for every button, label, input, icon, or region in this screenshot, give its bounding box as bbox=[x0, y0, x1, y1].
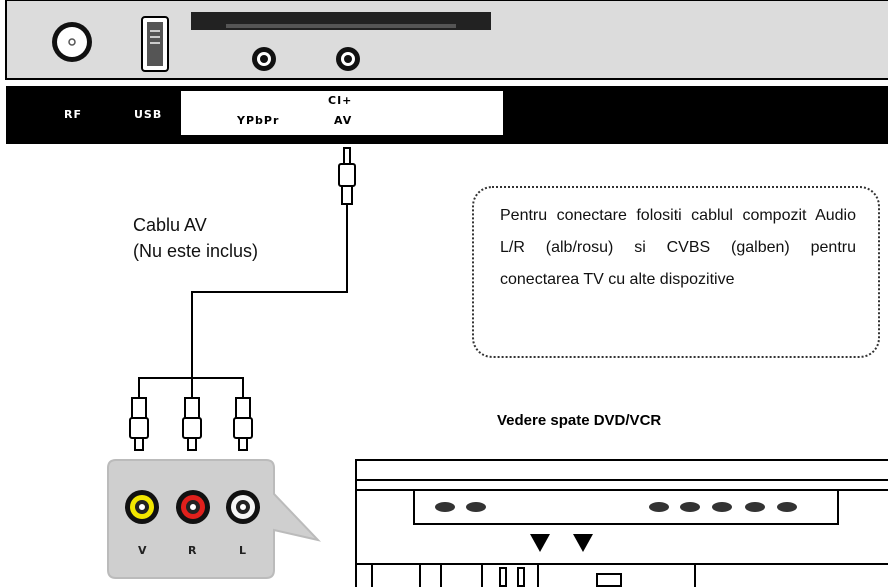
usb-port-pin bbox=[150, 30, 160, 32]
note-text: Pentru conectare folositi cablul compozi… bbox=[500, 207, 856, 288]
triangle-marker bbox=[530, 534, 550, 552]
av-plug-body bbox=[338, 163, 356, 187]
dvd-slot bbox=[499, 567, 507, 587]
rca-plug-center bbox=[182, 397, 202, 451]
triangle-marker bbox=[573, 534, 593, 552]
av-jack-pin bbox=[344, 55, 352, 63]
dvd-slot bbox=[517, 567, 525, 587]
cable-title-line2: (Nu este inclus) bbox=[133, 241, 259, 261]
dvd-connector bbox=[466, 502, 486, 512]
rca-jack-video bbox=[125, 490, 159, 524]
rca-jack-group bbox=[125, 490, 260, 524]
rca-plug-right bbox=[233, 397, 253, 451]
note-box bbox=[472, 186, 880, 358]
rca-jack-white bbox=[226, 490, 260, 524]
rca-label-l: L bbox=[239, 544, 247, 557]
dvd-connector bbox=[649, 502, 669, 512]
rca-plug-left bbox=[129, 397, 149, 451]
dvd-title: Vedere spate DVD/VCR bbox=[497, 412, 662, 429]
rca-label-v: V bbox=[138, 544, 147, 557]
usb-label: USB bbox=[134, 108, 163, 121]
usb-port-pin bbox=[150, 42, 160, 44]
tv-label-inset bbox=[181, 91, 503, 135]
rf-label: RF bbox=[64, 108, 82, 121]
av-plug-sleeve bbox=[341, 185, 353, 205]
rf-connector-pin bbox=[68, 38, 76, 46]
dvd-connector bbox=[745, 502, 765, 512]
tv-back-panel bbox=[5, 0, 888, 80]
dvd-connector bbox=[680, 502, 700, 512]
ci-slot-inner bbox=[226, 24, 456, 28]
dvd-connector bbox=[712, 502, 732, 512]
ci-label: CI+ bbox=[328, 94, 353, 107]
rca-label-r: R bbox=[188, 544, 197, 557]
rf-connector-ring bbox=[57, 27, 87, 57]
cable-title-line1: Cablu AV bbox=[133, 215, 207, 235]
dvd-slot bbox=[596, 573, 622, 587]
av-label: AV bbox=[334, 114, 353, 127]
rca-jack-panel bbox=[107, 459, 322, 579]
rca-jack-red bbox=[176, 490, 210, 524]
cable-title: Cablu AV (Nu este inclus) bbox=[133, 212, 258, 264]
av-cable bbox=[191, 204, 348, 378]
ypbpr-label: YPbPr bbox=[237, 114, 280, 127]
av-plug-tip bbox=[343, 147, 351, 165]
usb-port-pin bbox=[150, 36, 160, 38]
dvd-connector bbox=[435, 502, 455, 512]
ypbpr-jack-pin bbox=[260, 55, 268, 63]
dvd-connector bbox=[777, 502, 797, 512]
